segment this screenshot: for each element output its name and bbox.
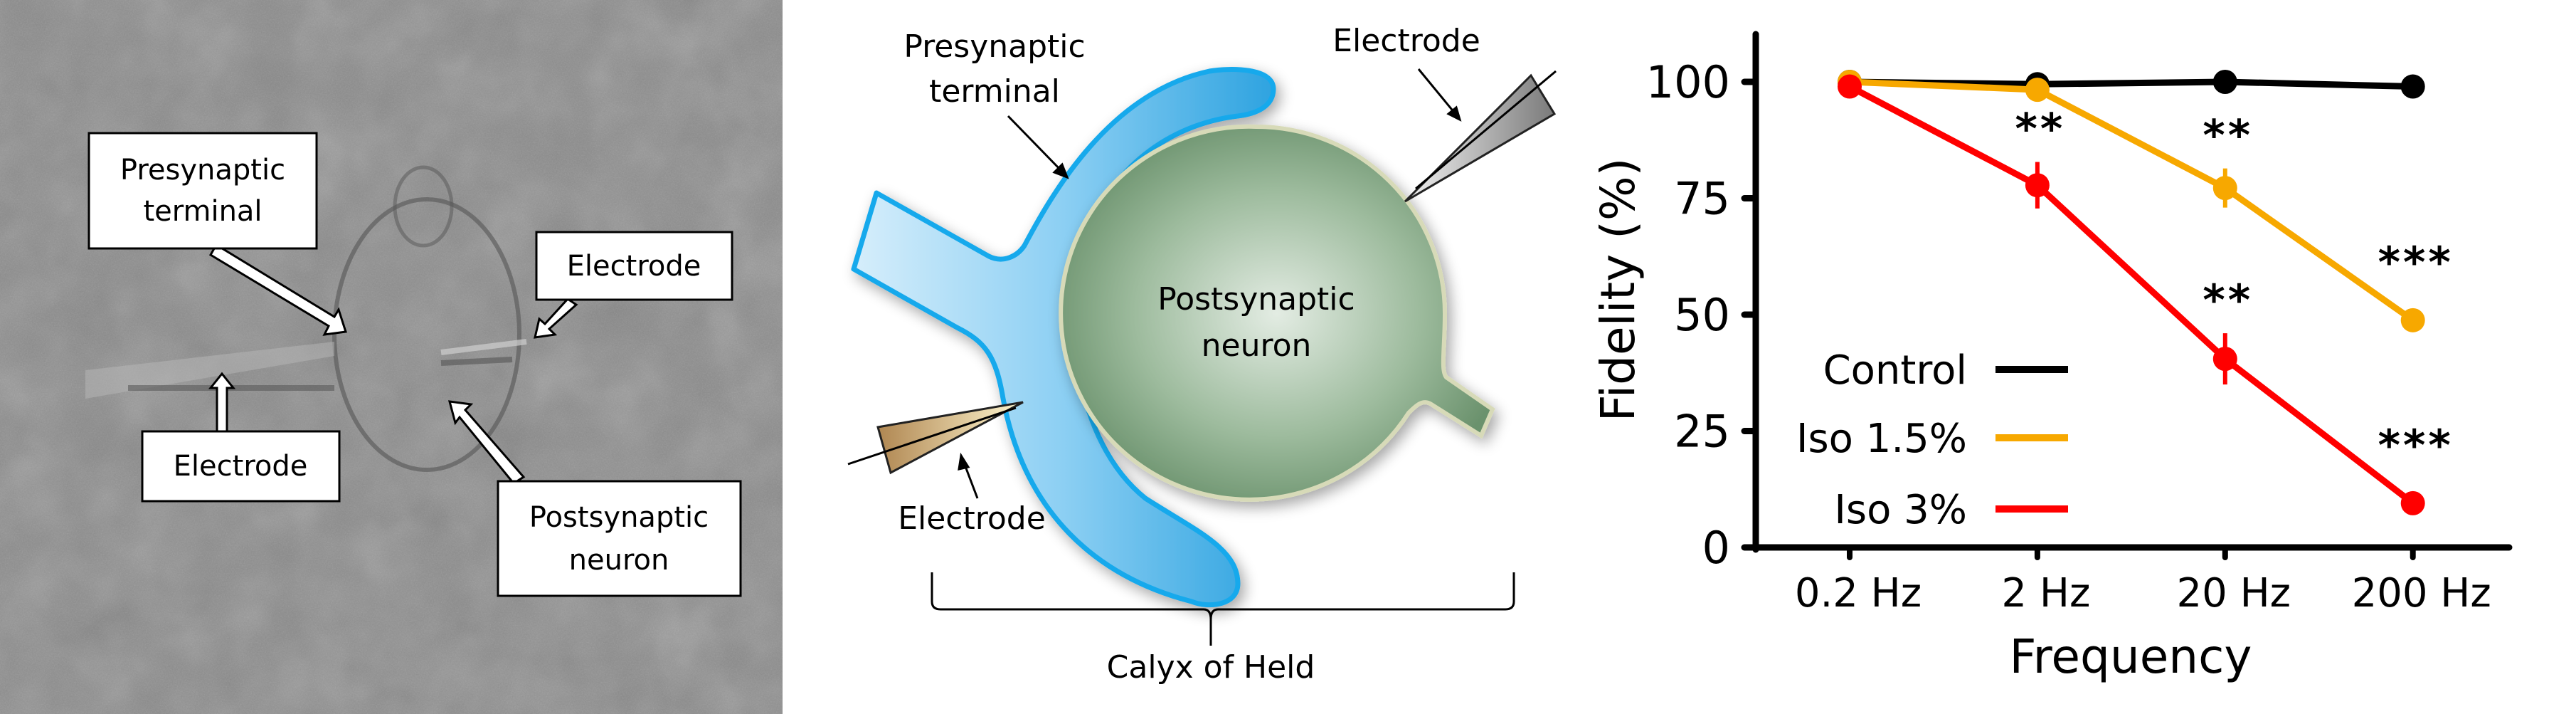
label-box-postsynaptic: Postsynaptic neuron (497, 480, 742, 597)
schematic-presynaptic-line2: terminal (929, 73, 1060, 110)
panel-schematic: Postsynaptic neuron Presynaptic terminal… (847, 23, 1557, 686)
data-point (2400, 74, 2425, 99)
schematic-electrode-top-label: Electrode (1332, 23, 1480, 59)
y-tick-label: 50 (1674, 289, 1730, 341)
schematic-postsynaptic-line1: Postsynaptic (1157, 281, 1355, 317)
arrow-electrode-left-icon (208, 372, 236, 433)
x-tick-label: 20 Hz (2177, 570, 2291, 616)
significance-mark: ** (2203, 275, 2253, 325)
series-group (1838, 70, 2425, 515)
data-point (2025, 78, 2050, 103)
series-line (1849, 78, 2415, 323)
significance-mark: *** (2378, 421, 2454, 471)
x-tick-label: 2 Hz (2001, 570, 2090, 616)
data-point (2400, 308, 2425, 332)
y-tick-label: 100 (1646, 56, 1730, 108)
y-tick-label: 75 (1674, 173, 1730, 225)
x-tick-label: 0.2 Hz (1795, 570, 1922, 616)
y-axis-label: Fidelity (%) (1591, 158, 1645, 422)
label-presynaptic-line2: terminal (143, 195, 262, 228)
y-tick-label: 0 (1702, 522, 1730, 574)
x-tick-label: 200 Hz (2352, 570, 2491, 616)
significance-marks: ************ (2015, 104, 2454, 471)
calyx-of-held-label: Calyx of Held (1107, 649, 1315, 686)
cell-outline (393, 165, 454, 248)
photo-electrode-left (85, 342, 334, 399)
photo-arrows (208, 243, 578, 485)
legend-label: Iso 1.5% (1796, 416, 1967, 462)
x-axis-label: Frequency (2010, 629, 2252, 684)
schematic-presynaptic-line1: Presynaptic (903, 28, 1085, 65)
x-ticks: 0.2 Hz 2 Hz 20 Hz 200 Hz (1795, 545, 2491, 616)
series-iso-3- (1838, 74, 2425, 515)
label-electrode-left: Electrode (174, 450, 308, 483)
y-tick-label: 25 (1674, 406, 1730, 458)
arrow-presynaptic-icon (208, 243, 347, 336)
significance-mark: ** (2015, 104, 2066, 154)
pointer-lines (958, 68, 1462, 499)
photo-electrode-right (440, 339, 527, 355)
data-point (2212, 70, 2237, 94)
calyx-bracket (931, 572, 1515, 646)
schematic-postsynaptic-line2: neuron (1202, 327, 1312, 364)
series-iso-1-5- (1838, 70, 2425, 332)
label-presynaptic-line1: Presynaptic (120, 154, 285, 187)
cell-outline (332, 197, 521, 472)
electrode-bottom-icon (847, 401, 1024, 475)
arrow-postsynaptic-icon (447, 400, 526, 485)
photo-grain (0, 0, 783, 714)
data-point (2212, 176, 2237, 201)
label-box-electrode-right: Electrode (535, 231, 733, 301)
data-point (2025, 173, 2050, 198)
legend-label: Iso 3% (1834, 487, 1967, 533)
photo-electrode-right-shaft (440, 357, 513, 366)
legend-label: Control (1823, 347, 1967, 394)
label-box-electrode-left: Electrode (141, 430, 341, 503)
y-ticks: 0 25 50 75 100 (1646, 56, 1759, 574)
postsynaptic-neuron-shape (1059, 124, 1495, 502)
data-point (1838, 74, 1862, 99)
schematic-electrode-bottom-label: Electrode (898, 500, 1046, 537)
electrode-top-icon (1404, 70, 1557, 203)
significance-mark: *** (2378, 238, 2454, 288)
significance-mark: ** (2203, 111, 2253, 161)
series-line (1848, 83, 2415, 506)
label-box-presynaptic: Presynaptic terminal (88, 132, 318, 250)
data-point (2212, 347, 2237, 372)
panel-microscope-image: Presynaptic terminal Electrode Electrode… (0, 0, 783, 714)
label-electrode-right: Electrode (567, 250, 701, 283)
arrow-electrode-right-icon (534, 298, 578, 339)
label-postsynaptic-line2: neuron (569, 544, 669, 577)
data-point (2400, 490, 2425, 515)
label-postsynaptic-line1: Postsynaptic (529, 501, 709, 534)
